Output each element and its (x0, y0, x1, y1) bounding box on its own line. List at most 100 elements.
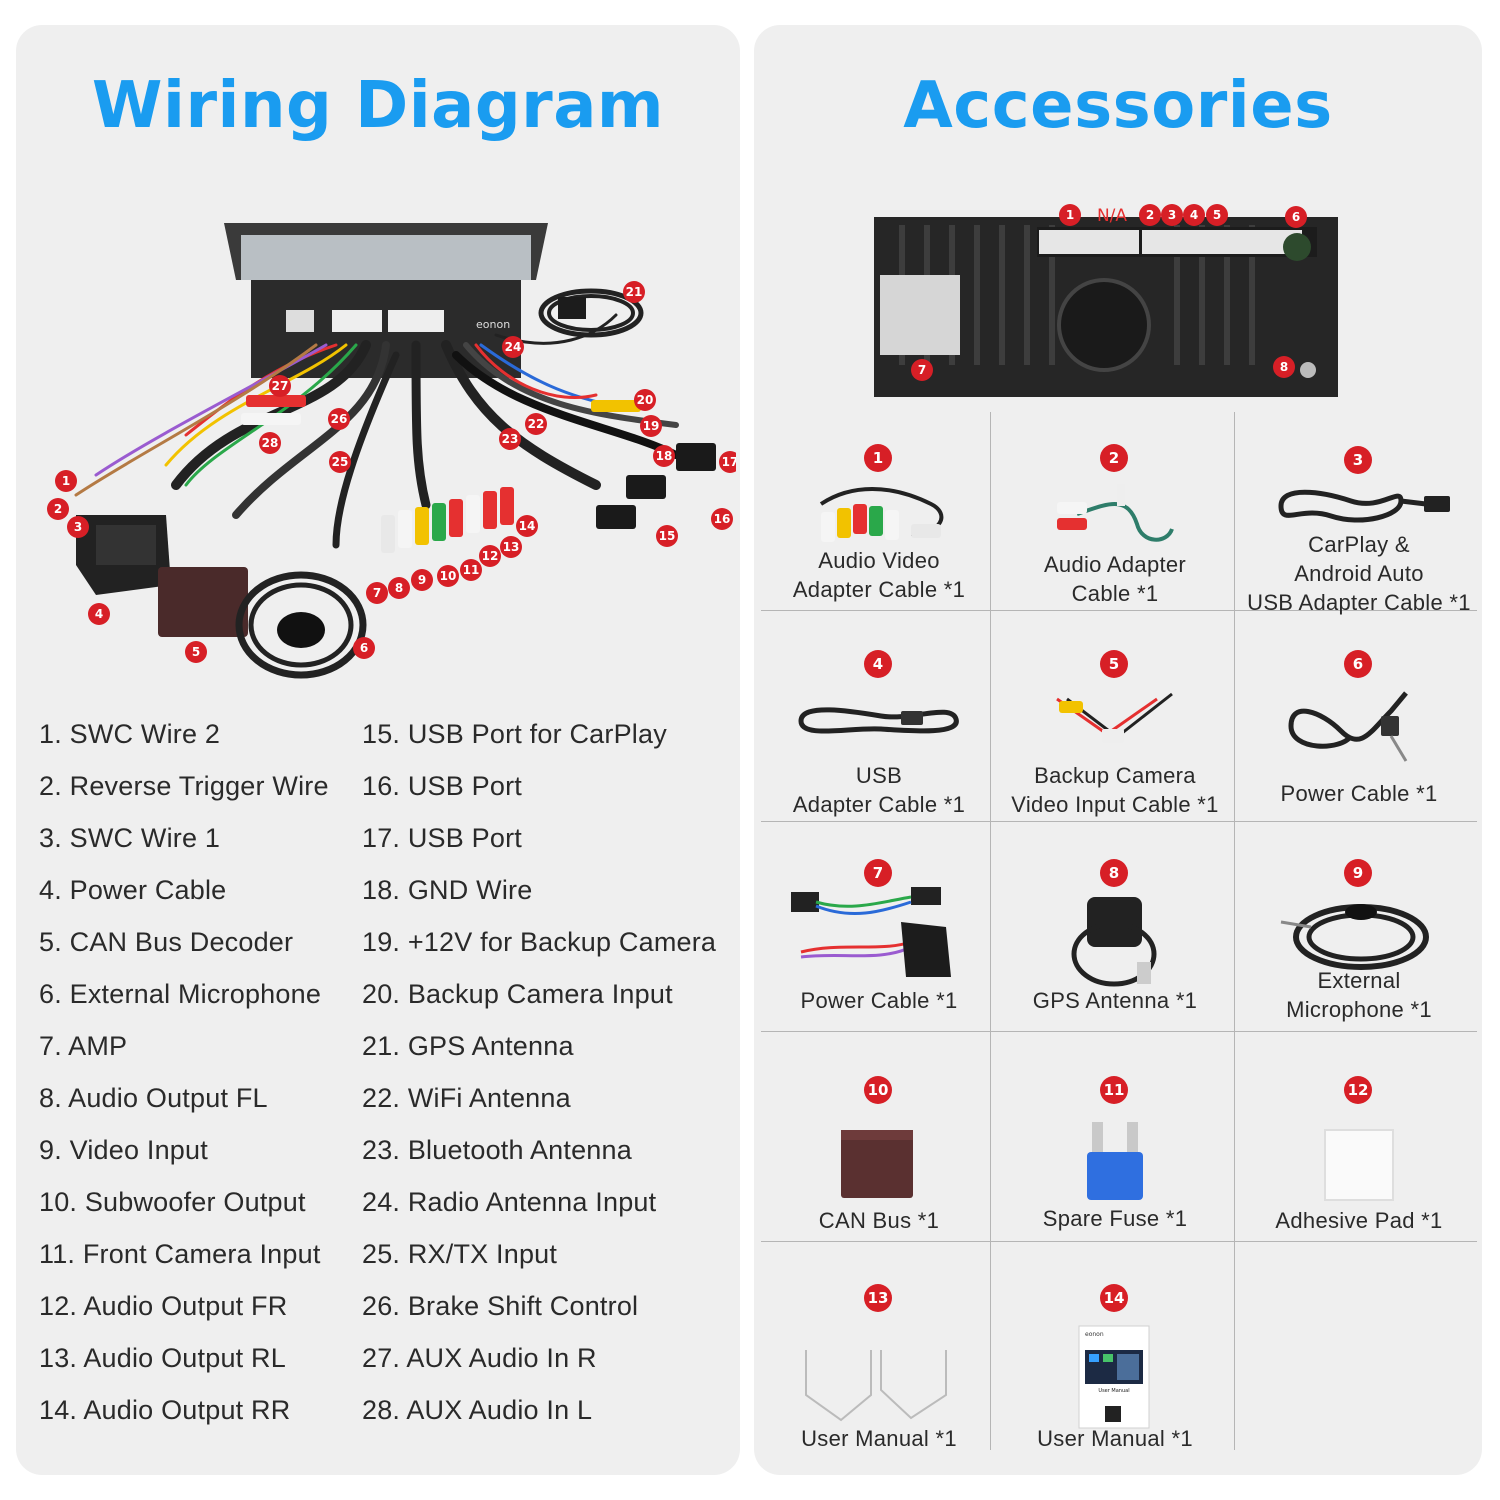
rear-callout-3: 3 (1161, 204, 1183, 226)
svg-text:1: 1 (62, 474, 70, 488)
accessory-number: 12 (1344, 1076, 1372, 1104)
svg-text:7: 7 (373, 586, 381, 600)
svg-text:25: 25 (332, 455, 349, 469)
legend-item: 24. Radio Antenna Input (362, 1187, 657, 1217)
legend-item: 21. GPS Antenna (362, 1031, 574, 1061)
legend-item: 27. AUX Audio In R (362, 1343, 597, 1373)
accessory-caption: User Manual *1 (1037, 1426, 1193, 1451)
callout-13: 13 (500, 536, 522, 558)
svg-text:4: 4 (95, 607, 103, 621)
svg-text:8: 8 (1280, 360, 1288, 374)
callout-22: 22 (525, 413, 547, 435)
svg-text:7: 7 (918, 363, 926, 377)
grid-divider (761, 610, 1477, 611)
av-adapter-cable-icon (819, 487, 944, 542)
callout-19: 19 (640, 415, 662, 437)
accessory-number: 6 (1344, 650, 1372, 678)
rear-callout-1: 1 (1059, 204, 1081, 226)
svg-text:9: 9 (418, 573, 426, 587)
svg-text:12: 12 (482, 549, 499, 563)
rear-callout-5: 5 (1206, 204, 1228, 226)
legend-item: 15. USB Port for CarPlay (362, 719, 667, 749)
fuse-icon (1087, 1122, 1143, 1200)
callout-7: 7 (366, 582, 388, 604)
callout-26: 26 (328, 408, 350, 430)
svg-text:4: 4 (1190, 208, 1198, 222)
legend-item: 3. SWC Wire 1 (39, 823, 221, 853)
rear-ports-2-5 (1142, 230, 1302, 254)
unit-brand-label: eonon (476, 318, 510, 331)
rear-label-na: N/A (1097, 206, 1127, 226)
usb-cable-icon (798, 707, 959, 734)
callout-25: 25 (329, 451, 351, 473)
svg-text:3: 3 (1168, 208, 1176, 222)
power-harness-icon (791, 887, 951, 977)
manual-brand: eonon (1085, 1331, 1104, 1338)
accessory-number: 8 (1100, 859, 1128, 887)
adhesive-pad-icon (1324, 1129, 1394, 1201)
usb-connectors (596, 443, 716, 529)
can-bus-box (158, 567, 248, 637)
accessory-number: 3 (1344, 446, 1372, 474)
wiring-diagram-panel: Wiring Diagram eonon (16, 25, 740, 1475)
svg-text:20: 20 (637, 393, 654, 407)
legend-item: 7. AMP (39, 1031, 128, 1061)
manual-cover-title: User Manual (1098, 1388, 1129, 1394)
legend-item: 11. Front Camera Input (39, 1239, 321, 1269)
accessories-panel: Accessories 1 N/A 2 3 4 5 6 7 8 (754, 25, 1482, 1475)
accessory-item-10: 10 CAN Bus *1 (761, 1042, 997, 1241)
legend-item: 20. Backup Camera Input (362, 979, 673, 1009)
svg-text:2: 2 (1146, 208, 1154, 222)
callout-badges: 1 2 3 4 5 6 7 8 9 10 11 12 13 14 15 16 1… (47, 281, 736, 663)
accessory-number: 14 (1100, 1284, 1128, 1312)
legend-item: 13. Audio Output RL (39, 1343, 286, 1373)
legend-item: 18. GND Wire (362, 875, 533, 905)
rca-connectors (241, 395, 641, 553)
svg-text:5: 5 (192, 645, 200, 659)
svg-text:10: 10 (440, 569, 457, 583)
callout-3: 3 (67, 516, 89, 538)
accessory-number: 10 (864, 1076, 892, 1104)
legend-item: 22. WiFi Antenna (362, 1083, 571, 1113)
callout-20: 20 (634, 389, 656, 411)
rear-callout-7: 7 (911, 359, 933, 381)
legend-item: 1. SWC Wire 2 (39, 719, 221, 749)
antenna-power-cable-icon (1288, 691, 1408, 762)
callout-17: 17 (719, 451, 736, 473)
cooling-fan (1057, 278, 1151, 372)
camera-input-cable-icon (1056, 692, 1173, 743)
callout-6: 6 (353, 637, 375, 659)
callout-14: 14 (516, 515, 538, 537)
svg-text:3: 3 (74, 520, 82, 534)
svg-text:6: 6 (1292, 210, 1300, 224)
rear-callout-8: 8 (1273, 356, 1295, 378)
legend-item: 28. AUX Audio In L (362, 1395, 593, 1425)
callout-16: 16 (711, 508, 733, 530)
microphone-coil (235, 571, 367, 679)
svg-text:5: 5 (1213, 208, 1221, 222)
rear-callout-6: 6 (1285, 206, 1307, 228)
legend-item: 9. Video Input (39, 1135, 208, 1165)
accessory-caption: Power Cable *1 (1280, 781, 1438, 806)
legend-item: 8. Audio Output FL (39, 1083, 268, 1113)
legend-list-left: 1. SWC Wire 2 2. Reverse Trigger Wire 3.… (39, 719, 329, 1447)
grid-divider (761, 1241, 1477, 1242)
svg-text:23: 23 (502, 432, 519, 446)
wiring-diagram-illustration: eonon (47, 223, 736, 679)
legend-item: 4. Power Cable (39, 875, 227, 905)
legend-item: 19. +12V for Backup Camera (362, 927, 717, 957)
callout-15: 15 (656, 525, 678, 547)
rear-callout-4: 4 (1183, 204, 1205, 226)
accessory-number: 11 (1100, 1076, 1128, 1104)
usb-adapter-cable-icon (1278, 489, 1450, 523)
accessory-number: 2 (1100, 444, 1128, 472)
legend-item: 14. Audio Output RR (39, 1395, 291, 1425)
